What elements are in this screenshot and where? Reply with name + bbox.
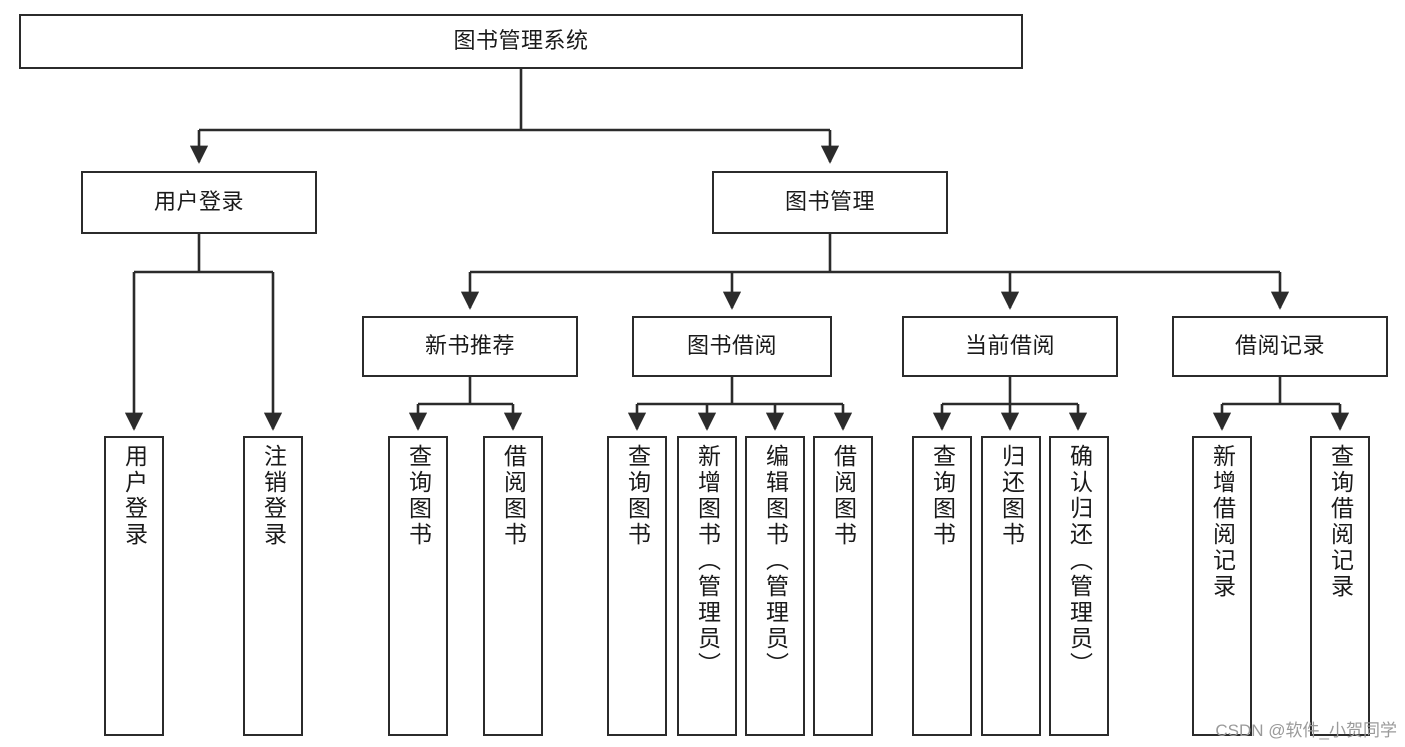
node-new-book-recommend-label: 新书推荐: [424, 333, 515, 359]
leaf-user-login[interactable]: 用户登录: [104, 436, 164, 736]
leaf-borrow-book[interactable]: 借阅图书: [813, 436, 873, 736]
leaf-query-book-borrow-label: 查询图书: [624, 444, 651, 548]
leaf-borrow-book-recommend-label: 借阅图书: [500, 444, 527, 548]
leaf-add-book-admin[interactable]: 新增图书（管理员）: [677, 436, 737, 736]
node-book-borrow[interactable]: 图书借阅: [632, 316, 832, 377]
node-current-borrow-label: 当前借阅: [964, 333, 1055, 359]
leaf-logout-label: 注销登录: [260, 444, 287, 548]
leaf-edit-book-admin[interactable]: 编辑图书（管理员）: [745, 436, 805, 736]
node-root[interactable]: 图书管理系统: [19, 14, 1023, 69]
leaf-query-book-current-label: 查询图书: [929, 444, 956, 548]
leaf-borrow-book-label: 借阅图书: [830, 444, 857, 548]
leaf-return-book[interactable]: 归还图书: [981, 436, 1041, 736]
leaf-borrow-book-recommend[interactable]: 借阅图书: [483, 436, 543, 736]
node-root-label: 图书管理系统: [453, 28, 589, 54]
node-user-login[interactable]: 用户登录: [81, 171, 317, 234]
leaf-query-book-borrow[interactable]: 查询图书: [607, 436, 667, 736]
node-borrow-record[interactable]: 借阅记录: [1172, 316, 1388, 377]
node-book-borrow-label: 图书借阅: [686, 333, 777, 359]
leaf-add-borrow-record-label: 新增借阅记录: [1209, 444, 1236, 600]
node-book-management[interactable]: 图书管理: [712, 171, 948, 234]
node-book-management-label: 图书管理: [784, 189, 875, 215]
leaf-add-book-admin-label: 新增图书（管理员）: [694, 444, 721, 678]
leaf-logout[interactable]: 注销登录: [243, 436, 303, 736]
leaf-return-book-label: 归还图书: [998, 444, 1025, 548]
csdn-watermark: CSDN @软件_小贺同学: [1215, 721, 1397, 740]
leaf-query-borrow-record[interactable]: 查询借阅记录: [1310, 436, 1370, 736]
leaf-query-book-recommend[interactable]: 查询图书: [388, 436, 448, 736]
leaf-confirm-return-admin-label: 确认归还（管理员）: [1066, 444, 1093, 678]
node-borrow-record-label: 借阅记录: [1234, 333, 1325, 359]
node-user-login-label: 用户登录: [153, 189, 244, 215]
leaf-query-book-recommend-label: 查询图书: [405, 444, 432, 548]
leaf-user-login-label: 用户登录: [121, 444, 148, 548]
leaf-add-borrow-record[interactable]: 新增借阅记录: [1192, 436, 1252, 736]
leaf-edit-book-admin-label: 编辑图书（管理员）: [762, 444, 789, 678]
node-current-borrow[interactable]: 当前借阅: [902, 316, 1118, 377]
node-new-book-recommend[interactable]: 新书推荐: [362, 316, 578, 377]
leaf-query-borrow-record-label: 查询借阅记录: [1327, 444, 1354, 600]
leaf-confirm-return-admin[interactable]: 确认归还（管理员）: [1049, 436, 1109, 736]
leaf-query-book-current[interactable]: 查询图书: [912, 436, 972, 736]
